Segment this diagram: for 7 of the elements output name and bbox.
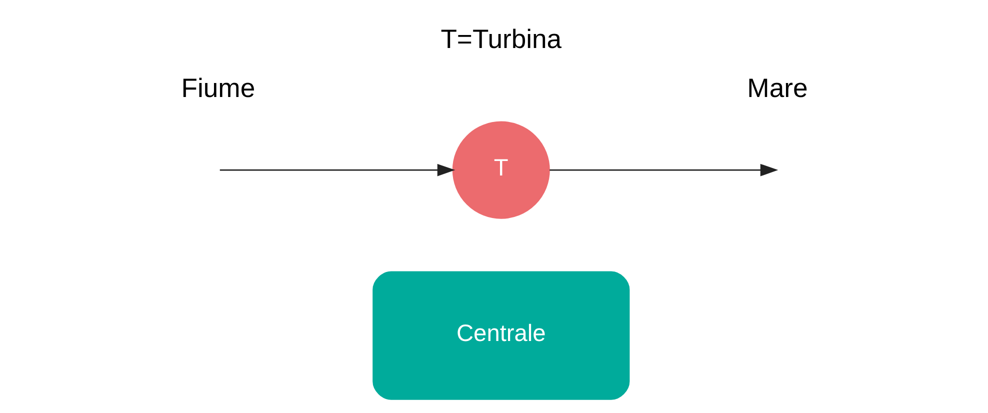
label: Fiume	[180, 72, 255, 102]
arrow	[219, 163, 455, 176]
label: T=Turbina	[440, 24, 562, 54]
node-box: Centrale	[372, 270, 630, 400]
arrow	[549, 163, 778, 176]
node-circle: T	[452, 120, 550, 218]
label: Mare	[746, 72, 808, 102]
